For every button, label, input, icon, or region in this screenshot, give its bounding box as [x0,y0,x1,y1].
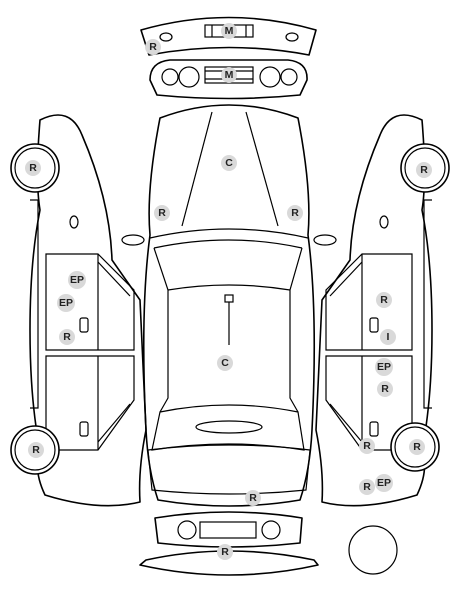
marker-roof-center: C [217,355,233,371]
marker-right-rear-wheel: R [409,439,425,455]
svg-text:EP: EP [70,274,84,286]
svg-text:R: R [363,481,371,493]
svg-text:R: R [363,440,371,452]
marker-left-rear-wheel: R [28,442,44,458]
marker-rear-lights-badge: M [221,67,237,83]
svg-text:R: R [420,164,428,176]
svg-text:I: I [387,331,390,343]
marker-front-bumper: R [217,544,233,560]
svg-text:EP: EP [377,477,391,489]
rear-lights-panel [149,59,308,100]
svg-text:EP: EP [377,361,391,373]
marker-left-front-door-r: R [59,329,75,345]
svg-text:M: M [225,69,234,81]
svg-text:R: R [291,207,299,219]
svg-text:R: R [380,294,388,306]
svg-text:R: R [63,331,71,343]
marker-roof: C [221,155,237,171]
marker-hood-right: R [287,205,303,221]
marker-left-front-wheel: R [25,160,41,176]
marker-right-door-ep: EP [375,358,393,376]
marker-rear-badge-top: M [221,23,237,39]
marker-right-bottom-r: R [359,479,375,495]
svg-text:R: R [413,441,421,453]
svg-text:R: R [158,207,166,219]
svg-text:R: R [32,444,40,456]
marker-right-door-r: R [376,292,392,308]
svg-text:C: C [221,357,229,369]
spare-wheel-circle [348,525,398,575]
svg-text:R: R [249,492,257,504]
marker-front-hood: R [245,490,261,506]
marker-right-front-wheel: R [416,162,432,178]
marker-rear-bumper-top: R [145,39,161,55]
marker-right-bottom-ep: EP [375,474,393,492]
marker-right-door-r-2: R [377,381,393,397]
marker-right-door-i: I [380,329,396,345]
marker-left-front-door-ep-2: EP [57,294,75,312]
car-top-view [121,104,337,507]
svg-text:R: R [221,546,229,558]
svg-text:R: R [29,162,37,174]
svg-text:M: M [225,25,234,37]
marker-left-front-door-ep-1: EP [68,271,86,289]
marker-right-rear-r: R [359,438,375,454]
svg-text:C: C [225,157,233,169]
front-bumper [139,550,319,576]
marker-hood-left: R [154,205,170,221]
svg-text:EP: EP [59,297,73,309]
front-lights-panel [154,511,303,548]
svg-text:R: R [381,383,389,395]
svg-text:R: R [149,41,157,53]
